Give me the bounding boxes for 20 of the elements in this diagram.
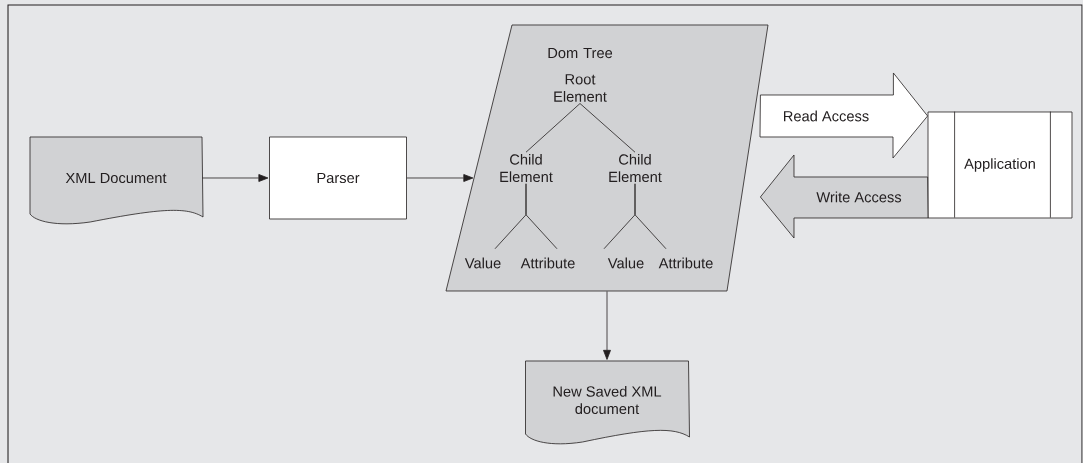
tree-line: [634, 183, 667, 250]
arrow: [202, 174, 269, 182]
tree-node-label: Value: [464, 257, 501, 269]
tree-node-label: Attribute: [658, 257, 713, 269]
process-box: Parser: [269, 136, 407, 220]
application-box: Application: [927, 111, 1073, 219]
tree-node-label: Root Element: [554, 74, 607, 102]
arrow: [603, 291, 611, 360]
edge-label: Write Access: [816, 191, 902, 203]
edge-label: Read Access: [784, 110, 869, 122]
block-arrow: [760, 154, 929, 239]
tree-line: [579, 103, 636, 153]
tree-node-label: Value: [607, 257, 644, 269]
tree-node-label: Attribute: [520, 257, 575, 269]
block-arrow: [759, 72, 928, 159]
arrow: [406, 174, 474, 182]
tree-line: [525, 183, 558, 250]
tree-node-label: Child Element: [609, 153, 662, 183]
tree-node-label: Child Element: [500, 153, 553, 183]
tree-line: [525, 103, 581, 153]
